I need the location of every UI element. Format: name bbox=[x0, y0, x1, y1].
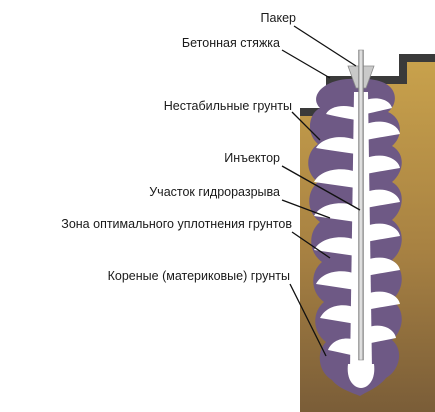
label-unstable-soils: Нестабильные грунты bbox=[164, 99, 292, 113]
label-packer: Пакер bbox=[261, 11, 296, 25]
label-concrete-screed: Бетонная стяжка bbox=[182, 36, 280, 50]
injector-rod bbox=[359, 50, 364, 360]
label-injector: Инъектор bbox=[224, 151, 280, 165]
label-bedrock-soils: Кореные (материковые) грунты bbox=[108, 269, 290, 283]
leader-concrete-screed bbox=[282, 50, 330, 78]
label-optimal-compaction-zone: Зона оптимального уплотнения грунтов bbox=[61, 217, 292, 231]
label-hydrofracture-zone: Участок гидроразрыва bbox=[149, 185, 280, 199]
leader-packer bbox=[294, 26, 356, 66]
